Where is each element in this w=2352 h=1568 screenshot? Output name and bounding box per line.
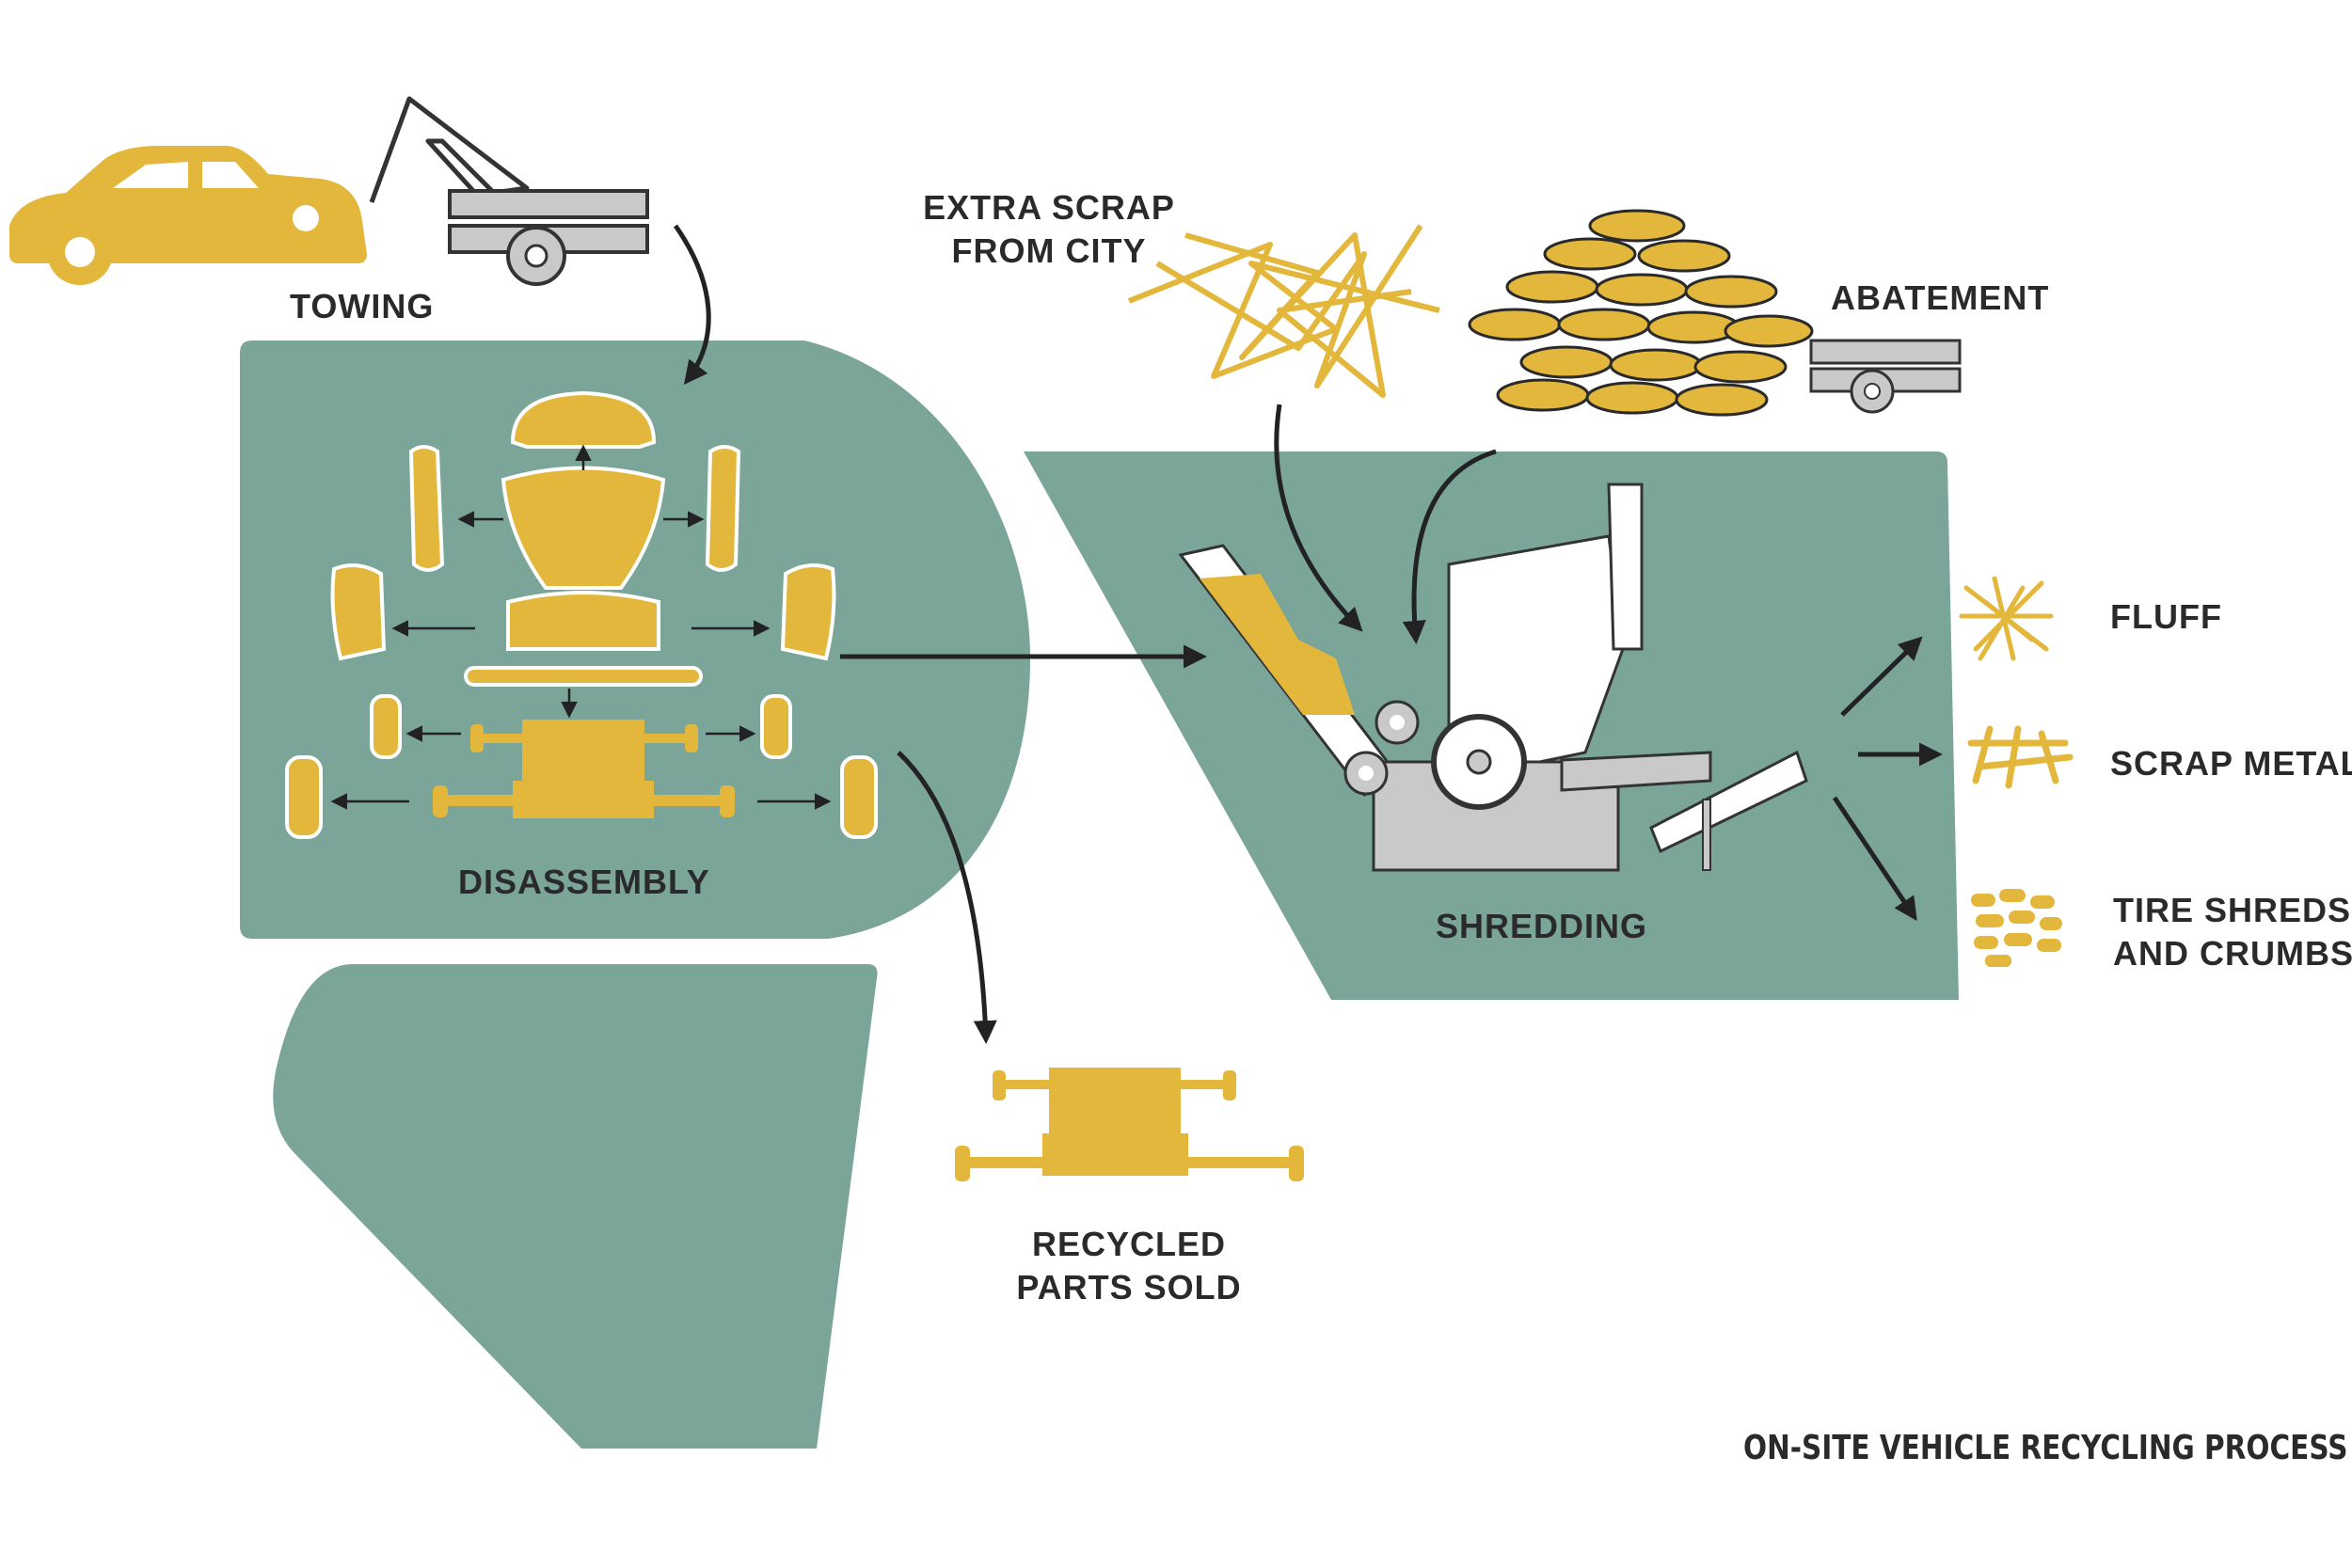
fluff-icon [1959, 576, 2054, 661]
recycled-chassis-icon [955, 1068, 1304, 1181]
arrow-scrap-to-shredder [1274, 404, 1363, 632]
tire-shreds-label: TIRE SHREDS AND CRUMBS [2113, 889, 2352, 975]
scrap-metal-icon [1967, 725, 2074, 789]
abatement-label: ABATEMENT [1831, 278, 2050, 317]
disassembly-label: DISASSEMBLY [458, 863, 710, 901]
car-parts-exploded-icon [285, 390, 878, 839]
disassembly-arrows [330, 444, 832, 810]
chassis-icon [433, 720, 735, 818]
arrow-to-fluff [1840, 636, 1923, 717]
car-icon [9, 146, 367, 285]
scrap-metal-label: SCRAP METAL [2110, 744, 2352, 783]
extra-scrap-label: EXTRA SCRAP FROM CITY [894, 186, 1204, 273]
shredding-label: SHREDDING [1436, 907, 1648, 945]
scrap-pile-icon [1127, 224, 1440, 398]
diagram-title: ON-SITE VEHICLE RECYCLING PROCESS [1743, 1429, 2348, 1467]
recycled-parts-label-line2: PARTS SOLD [1016, 1268, 1242, 1307]
tire-crumbs-icon [1971, 889, 2062, 967]
extra-scrap-label-line2: FROM CITY [951, 231, 1147, 270]
tire-shreds-label-line1: TIRE SHREDS [2113, 891, 2352, 929]
arrow-to-recycled-parts [897, 751, 997, 1044]
extra-scrap-label-line1: EXTRA SCRAP [923, 188, 1175, 227]
arrow-towing-to-disassembly [673, 224, 711, 385]
tow-trailer-icon [369, 96, 649, 286]
abatement-trailer-icon [1809, 339, 1962, 414]
fluff-label: FLUFF [2110, 597, 2222, 636]
recycled-parts-label-line1: RECYCLED [1031, 1225, 1227, 1263]
lower-left-zone [273, 964, 878, 1449]
arrow-tires-to-shredder [1402, 449, 1497, 644]
arrow-to-tire-shreds [1832, 796, 1917, 922]
tire-shreds-label-line2: AND CRUMBS [2113, 934, 2352, 973]
tire-stack-icon [1468, 209, 1814, 417]
recycled-parts-label: RECYCLED PARTS SOLD [997, 1223, 1261, 1309]
towing-label: TOWING [290, 287, 435, 325]
shredder-machine-icon [1178, 483, 1808, 872]
